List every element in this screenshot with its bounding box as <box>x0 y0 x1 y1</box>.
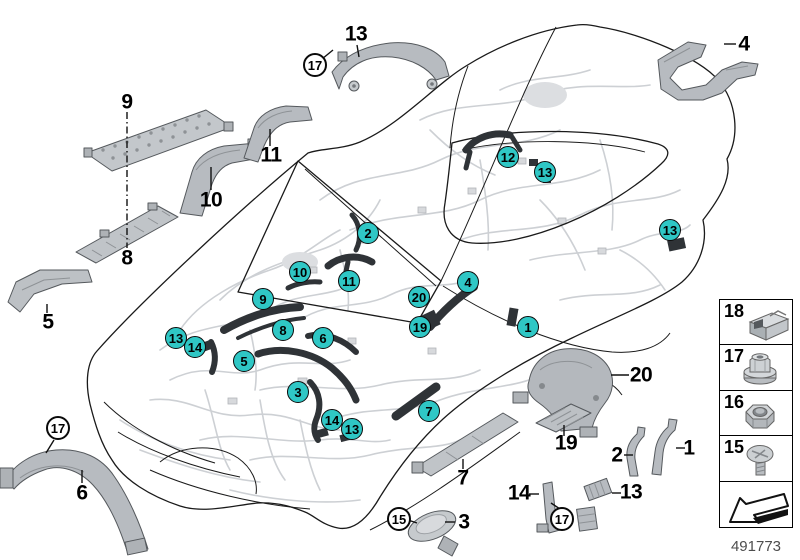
part-index-label-13: 13 <box>619 480 643 504</box>
part-illustrations <box>0 41 759 557</box>
part-index-label-11: 11 <box>260 143 282 167</box>
part-index-label-20: 20 <box>629 363 653 387</box>
part-13-bottom-drawing <box>576 477 613 532</box>
part-hotspot-4[interactable]: 4 <box>457 271 479 293</box>
part-hotspot-20[interactable]: 20 <box>408 286 430 308</box>
leader-lines <box>45 43 736 524</box>
fastener-box-17[interactable]: 17 <box>719 344 793 392</box>
fastener-number: 15 <box>724 437 745 458</box>
part-hotspot-6[interactable]: 6 <box>312 327 334 349</box>
part-hotspot-13[interactable]: 13 <box>659 219 681 241</box>
part-20-drawing <box>512 348 613 438</box>
part-19-drawing <box>535 403 592 433</box>
direction-arrow-box <box>719 480 793 528</box>
part-5-drawing <box>7 269 93 313</box>
fastener-ref-17[interactable]: 17 <box>46 416 70 440</box>
cage-nut-icon <box>748 310 790 341</box>
part-hotspot-8[interactable]: 8 <box>272 319 294 341</box>
part-index-label-13: 13 <box>344 22 368 46</box>
part-hotspot-10[interactable]: 10 <box>289 261 311 283</box>
part-hotspot-9[interactable]: 9 <box>252 288 274 310</box>
fastener-panel: 18 17 16 <box>719 299 793 528</box>
direction-arrow-icon <box>729 492 789 524</box>
part-hotspot-3[interactable]: 3 <box>287 381 309 403</box>
part-index-label-3: 3 <box>458 510 470 534</box>
part-13-top-drawing <box>331 42 450 92</box>
part-hotspot-13[interactable]: 13 <box>341 418 363 440</box>
part-hotspot-14[interactable]: 14 <box>184 336 206 358</box>
fastener-number: 16 <box>724 391 745 412</box>
part-11-drawing <box>243 105 313 163</box>
part-index-label-2: 2 <box>611 443 623 467</box>
part-hotspot-11[interactable]: 11 <box>338 270 360 292</box>
fastener-number: 17 <box>724 346 745 367</box>
fastener-number: 18 <box>724 301 745 321</box>
part-index-label-4: 4 <box>738 32 750 56</box>
part-index-label-5: 5 <box>42 310 54 334</box>
part-hotspot-1[interactable]: 1 <box>517 316 539 338</box>
wiring-harness-sketch <box>119 69 691 503</box>
part-hotspot-7[interactable]: 7 <box>418 400 440 422</box>
fastener-ref-17[interactable]: 17 <box>550 507 574 531</box>
hex-nut-icon <box>745 404 775 429</box>
screw-icon <box>746 445 774 476</box>
part-1-drawing <box>651 418 678 476</box>
part-hotspot-2[interactable]: 2 <box>357 222 379 244</box>
part-7-drawing <box>411 412 519 477</box>
image-number: 491773 <box>730 538 782 555</box>
part-hotspot-13[interactable]: 13 <box>165 327 187 349</box>
part-index-label-7: 7 <box>457 466 469 490</box>
fastener-box-16[interactable]: 16 <box>719 389 793 437</box>
fastener-ref-17[interactable]: 17 <box>303 53 327 77</box>
part-hotspot-14[interactable]: 14 <box>321 409 343 431</box>
part-index-label-9: 9 <box>121 90 133 114</box>
part-hotspot-12[interactable]: 12 <box>497 146 519 168</box>
part-index-label-14: 14 <box>507 481 531 505</box>
part-4-drawing <box>657 41 759 101</box>
part-hotspot-5[interactable]: 5 <box>233 350 255 372</box>
part-2-drawing <box>626 426 646 477</box>
part-index-label-8: 8 <box>121 246 133 270</box>
car-body-outline <box>86 23 736 531</box>
part-index-label-6: 6 <box>76 481 88 505</box>
part-6-drawing <box>0 449 149 556</box>
flange-nut-icon <box>743 353 777 385</box>
part-9-drawing <box>83 109 234 172</box>
part-index-label-19: 19 <box>554 431 578 455</box>
fastener-box-15[interactable]: 15 <box>719 435 793 483</box>
part-index-label-1: 1 <box>683 436 695 460</box>
part-hotspot-13[interactable]: 13 <box>534 161 556 183</box>
fastener-ref-15[interactable]: 15 <box>387 507 411 531</box>
part-hotspot-19[interactable]: 19 <box>409 316 431 338</box>
part-index-label-10: 10 <box>199 188 223 212</box>
fastener-box-18[interactable]: 18 <box>719 299 793 346</box>
